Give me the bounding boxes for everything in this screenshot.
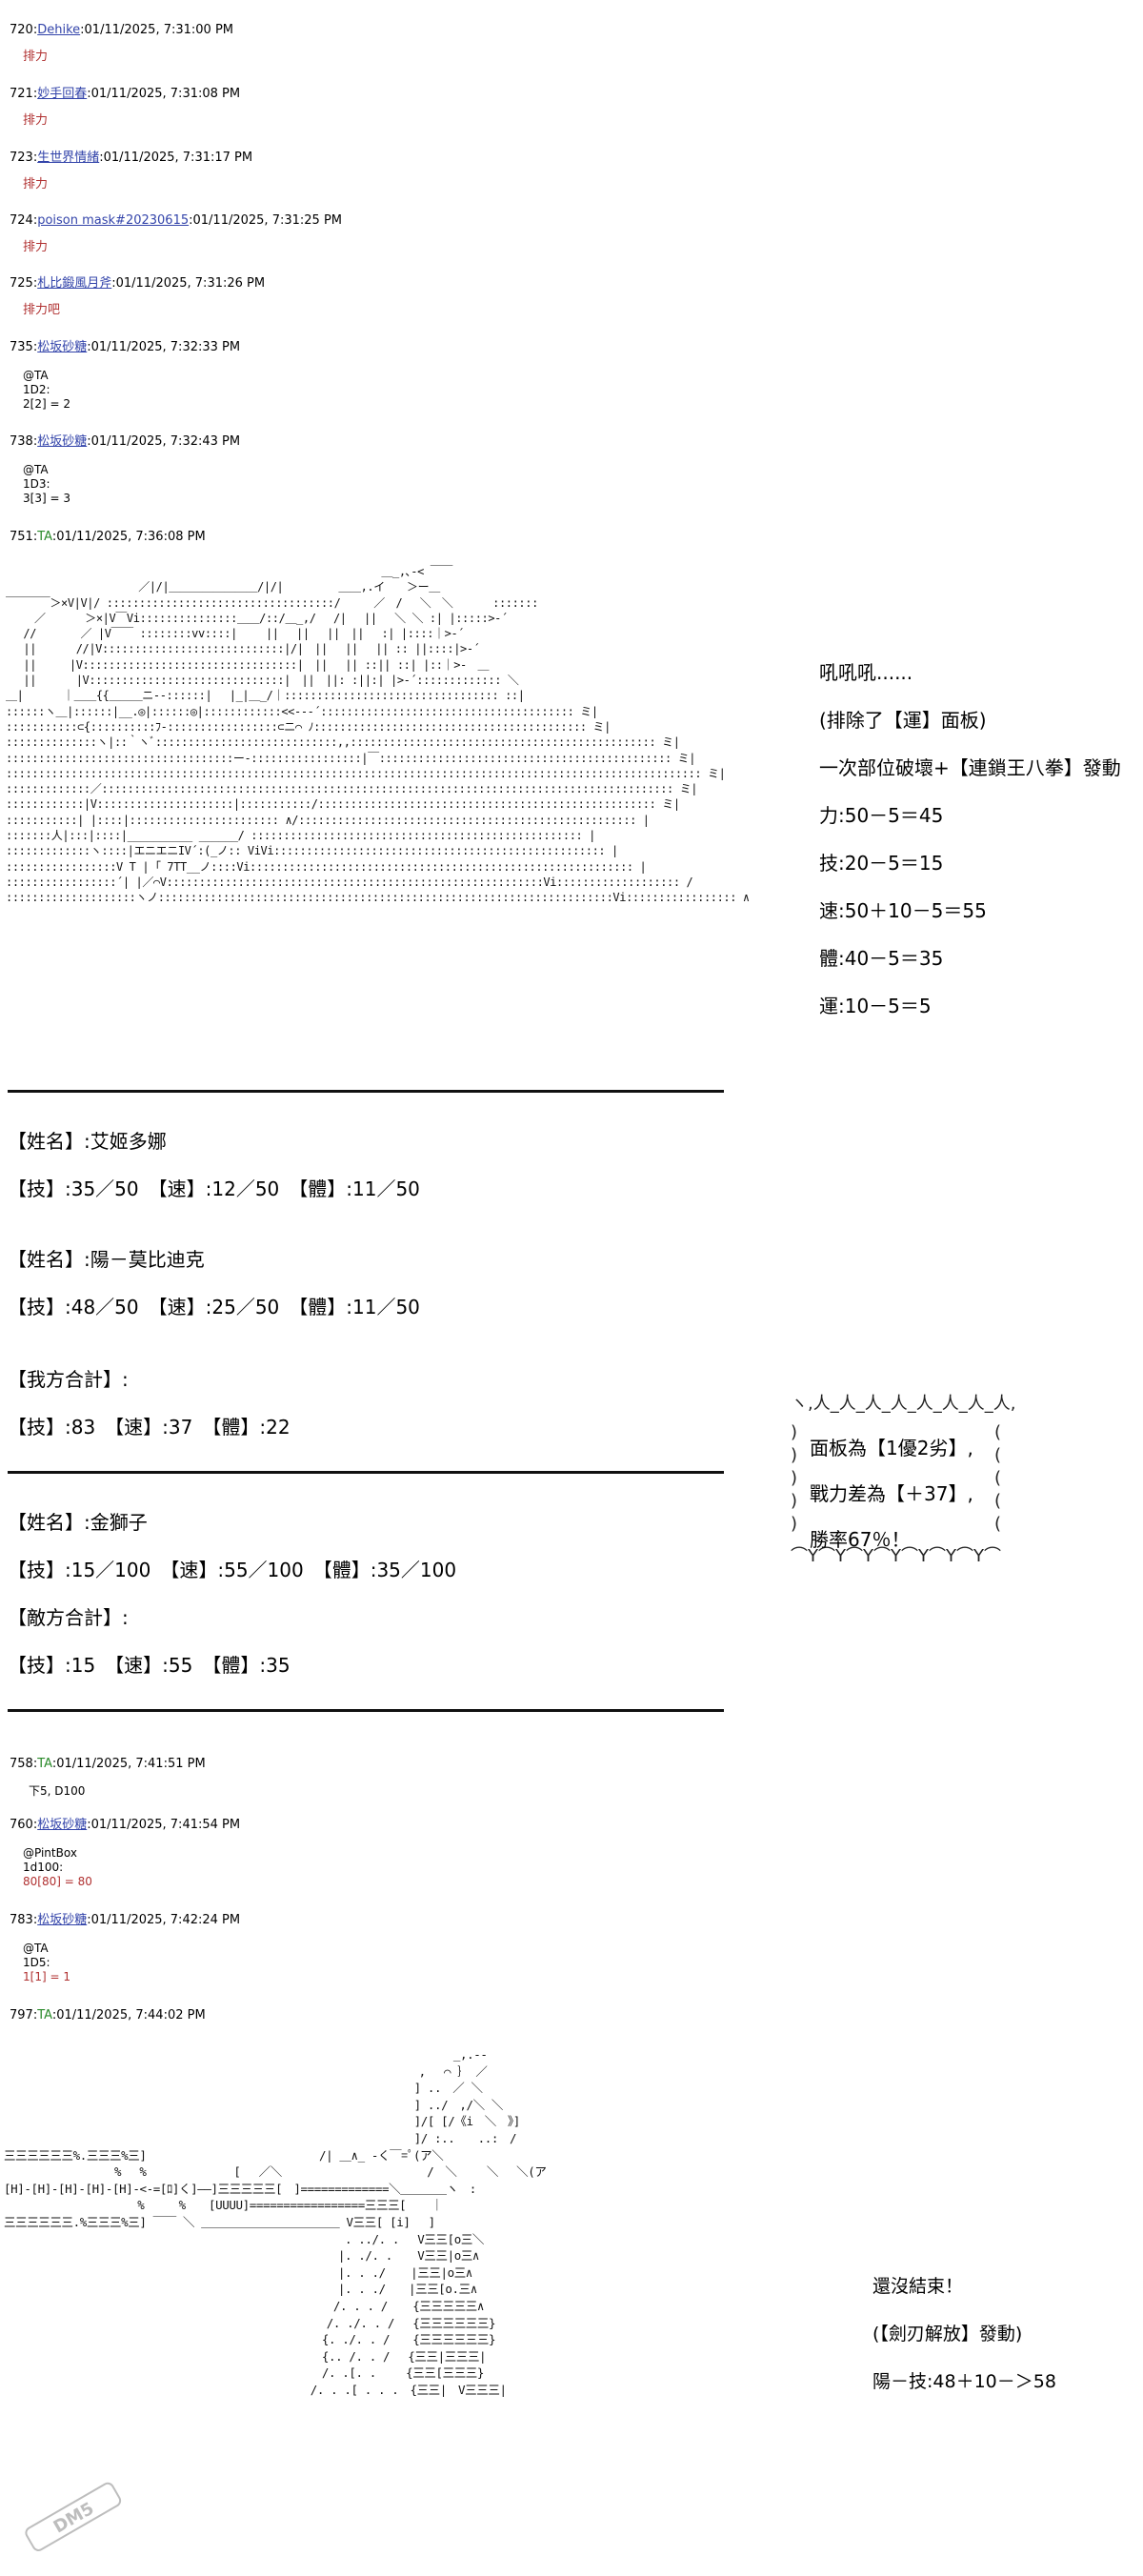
poster-name[interactable]: 松坂砂糖 (37, 1913, 88, 1927)
post-date: :01/11/2025, 7:36:08 PM (51, 530, 206, 544)
narration-line: 體:40－5＝35 (819, 947, 944, 970)
bubble-bottom-edge: ⌒Y⌒Y⌒Y⌒Y⌒Y⌒Y⌒Y⌒ (791, 1546, 1001, 1566)
ascii-art-lion-face: ＿_,､-< ￣￣ ／|/|＿＿＿＿＿＿＿＿/|/| ＿＿,.イ ＞ー＿ ￣￣￣… (6, 565, 750, 905)
post-797: 797:TA:01/11/2025, 7:44:02 PM (10, 2008, 206, 2023)
narration-line: (排除了【運】面板) (819, 709, 987, 732)
post-body: 排力 (23, 113, 49, 128)
narration-line: 技:20－5＝15 (819, 852, 944, 875)
post-date: :01/11/2025, 7:31:00 PM (80, 23, 234, 37)
poster-name[interactable]: 松坂砂糖 (37, 340, 88, 354)
bubble-line: 面板為【1優2劣】, (810, 1437, 973, 1459)
narration-line: 陽－技:48＋10－＞58 (872, 2371, 1056, 2392)
poster-name[interactable]: TA (37, 530, 52, 544)
post-760: 760:松坂砂糖:01/11/2025, 7:41:54 PM @PintBox… (10, 1818, 241, 1888)
post-date: :01/11/2025, 7:32:43 PM (87, 434, 241, 449)
bubble-line: 戰力差為【＋37】, (810, 1482, 973, 1505)
ally-total: 【技】:83 【速】:37 【體】:22 (8, 1416, 291, 1439)
poster-name[interactable]: 生世界情緒 (37, 151, 100, 165)
narration-line: 吼吼吼...... (819, 661, 913, 684)
post-body: 排力吧 (23, 303, 61, 317)
dice-roll: 80[80] = 80 (23, 1875, 92, 1888)
poster-name[interactable]: TA (37, 1757, 52, 1771)
enemy-stats: 【技】:15／100 【速】:55／100 【體】:35／100 (8, 1559, 457, 1581)
post-date: :01/11/2025, 7:41:51 PM (51, 1757, 206, 1771)
player2-name: 【姓名】:陽－莫比迪克 (8, 1248, 205, 1271)
post-body: 下5, D100 (29, 1784, 86, 1798)
bubble-line: 勝率67％！ (810, 1528, 911, 1551)
post-body: @TA 1D2: 2[2] = 2 (23, 369, 70, 411)
post-body: 排力 (23, 50, 49, 64)
post-724: 724:poison mask#20230615:01/11/2025, 7:3… (10, 213, 342, 254)
dice-roll: 1[1] = 1 (23, 1970, 70, 1983)
poster-name[interactable]: TA (37, 2008, 52, 2023)
bubble-left-edge: ) ) ) ) ) (791, 1422, 798, 1534)
post-783: 783:松坂砂糖:01/11/2025, 7:42:24 PM @TA 1D5:… (10, 1913, 241, 1983)
post-date: :01/11/2025, 7:31:17 PM (99, 151, 253, 165)
post-720: 720:Dehike:01/11/2025, 7:31:00 PM 排力 (10, 23, 234, 64)
poster-name[interactable]: 妙手回春 (37, 87, 88, 101)
player2-stats: 【技】:48／50 【速】:25／50 【體】:11／50 (8, 1296, 420, 1318)
narration-line: 還沒結束！ (872, 2276, 964, 2297)
post-723: 723:生世界情緒:01/11/2025, 7:31:17 PM 排力 (10, 151, 253, 191)
narration-line: 力:50－5＝45 (819, 804, 944, 827)
post-body: 排力 (23, 177, 49, 191)
narration-line: 速:50＋10－5＝55 (819, 899, 987, 922)
watermark-logo-icon: DM5 (25, 2482, 122, 2551)
player1-name: 【姓名】:艾姬多娜 (8, 1130, 167, 1153)
narration-line: 運:10－5＝5 (819, 995, 932, 1017)
speech-bubble: ヽ,人_人_人_人_人_人_人_人, ) ) ) ) ) ( ( ( ( ( ⌒… (779, 1394, 1017, 1580)
bubble-right-edge: ( ( ( ( ( (994, 1422, 1002, 1534)
poster-name[interactable]: 松坂砂糖 (37, 1818, 88, 1832)
post-body: @TA 1D3: 3[3] = 3 (23, 463, 70, 505)
post-body: 排力 (23, 240, 49, 254)
poster-name[interactable]: Dehike (37, 23, 81, 37)
post-date: :01/11/2025, 7:41:54 PM (87, 1818, 241, 1832)
divider (8, 1090, 724, 1093)
post-date: :01/11/2025, 7:32:33 PM (87, 340, 241, 354)
narration-line: 一次部位破壞+【連鎖王八拳】發動 (819, 756, 1121, 779)
bubble-top-edge: ヽ,人_人_人_人_人_人_人_人, (791, 1394, 1016, 1414)
poster-name[interactable]: 札比鍛風月斧 (37, 276, 112, 291)
post-date: :01/11/2025, 7:31:26 PM (111, 276, 266, 291)
post-date: :01/11/2025, 7:44:02 PM (51, 2008, 206, 2023)
poster-name[interactable]: poison mask#20230615 (37, 213, 190, 228)
narration-line: (【劍刃解放】發動) (872, 2324, 1023, 2345)
post-725: 725:札比鍛風月斧:01/11/2025, 7:31:26 PM 排力吧 (10, 276, 266, 317)
ascii-art-sword-figure: _,.-‐ , ⌒ ｝ ／ ] .. ／ ＼ ] ../ ,/＼ ＼ ]/[ [… (4, 2047, 547, 2397)
post-721: 721:妙手回春:01/11/2025, 7:31:08 PM 排力 (10, 87, 241, 128)
divider (8, 1709, 724, 1712)
post-date: :01/11/2025, 7:42:24 PM (87, 1913, 241, 1927)
post-body: @PintBox 1d100: (23, 1846, 77, 1874)
post-751: 751:TA:01/11/2025, 7:36:08 PM (10, 530, 206, 544)
post-758: 758:TA:01/11/2025, 7:41:51 PM 下5, D100 (10, 1757, 206, 1798)
ally-total-label: 【我方合計】: (8, 1368, 129, 1391)
enemy-total-label: 【敵方合計】: (8, 1606, 129, 1629)
post-738: 738:松坂砂糖:01/11/2025, 7:32:43 PM @TA 1D3:… (10, 434, 241, 505)
post-735: 735:松坂砂糖:01/11/2025, 7:32:33 PM @TA 1D2:… (10, 340, 241, 411)
player1-stats: 【技】:35／50 【速】:12／50 【體】:11／50 (8, 1177, 420, 1200)
post-date: :01/11/2025, 7:31:25 PM (189, 213, 342, 228)
divider (8, 1471, 724, 1474)
enemy-total: 【技】:15 【速】:55 【體】:35 (8, 1654, 291, 1677)
post-date: :01/11/2025, 7:31:08 PM (87, 87, 241, 101)
post-body: @TA 1D5: (23, 1942, 50, 1969)
enemy-name: 【姓名】:金獅子 (8, 1511, 148, 1534)
poster-name[interactable]: 松坂砂糖 (37, 434, 88, 449)
